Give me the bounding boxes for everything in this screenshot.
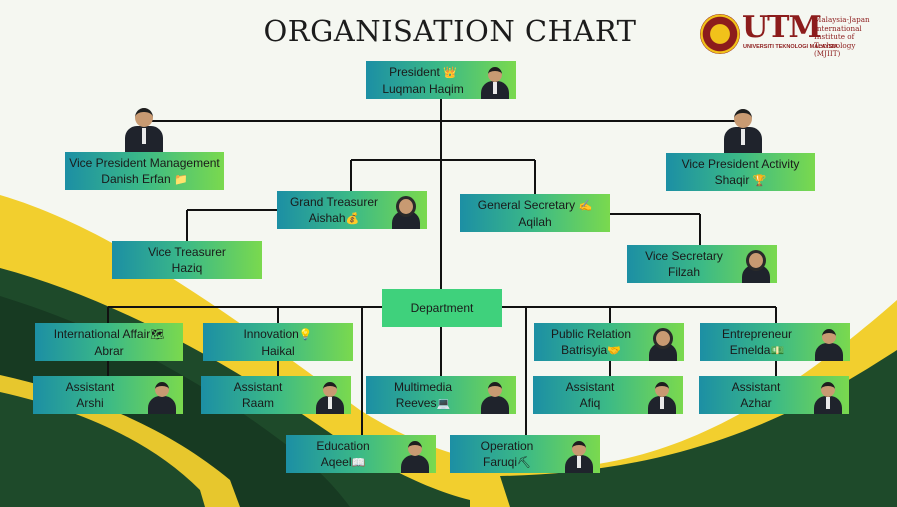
folder-icon: 📁 [174, 173, 188, 186]
node-vice-treasurer-name: Haziq [171, 261, 203, 275]
assistant-arshi-photo [147, 380, 177, 414]
node-innovation-name: Haikal [261, 343, 295, 358]
node-innovation-role: Innovation [243, 326, 299, 341]
multimedia-photo [480, 380, 510, 414]
president-photo [480, 65, 510, 99]
crown-icon: 👑 [443, 66, 457, 79]
node-international-affair-role: International Affair [53, 326, 151, 341]
node-general-secretary-role: General Secretary [477, 197, 576, 212]
globe-map-icon: 🗺 [150, 328, 165, 341]
utm-seal-icon [700, 14, 740, 54]
node-assistant-azhar: Assistant Azhar [699, 376, 849, 414]
node-public-relation-role: Public Relation [550, 326, 632, 341]
node-president-role: President [389, 64, 440, 79]
node-vp-management-role: Vice President Management [69, 155, 220, 170]
node-vp-management-name: Danish Erfan [101, 171, 171, 186]
node-operation-role: Operation [480, 438, 534, 453]
assistant-afiq-photo [647, 380, 677, 414]
public-relation-photo [648, 327, 678, 361]
node-assistant-afiq: Assistant Afiq [533, 376, 683, 414]
node-assistant-raam: Assistant Raam [201, 376, 351, 414]
vp-activity-photo [723, 107, 763, 153]
node-education: Education Aqeel📖 [286, 435, 436, 473]
node-assistant-azhar-name: Azhar [740, 396, 772, 410]
logo-utm-text: UTM [742, 10, 822, 45]
node-innovation: Innovation💡 Haikal [203, 323, 353, 361]
grand-treasurer-photo [391, 195, 421, 229]
node-general-secretary-name: Aqilah [518, 214, 552, 229]
node-grand-treasurer-name: Aishah [308, 210, 346, 225]
node-multimedia-role: Multimedia [393, 379, 453, 394]
writing-hand-icon: ✍ [578, 199, 593, 212]
node-grand-treasurer: Grand Treasurer Aishah💰 [277, 191, 427, 229]
node-international-affair-name: Abrar [94, 343, 124, 358]
node-vice-secretary: Vice Secretary Filzah [627, 245, 777, 283]
node-assistant-arshi-role: Assistant [65, 380, 115, 394]
node-multimedia: Multimedia Reeves💻 [366, 376, 516, 414]
book-icon: 📖 [351, 456, 366, 469]
node-vice-secretary-name: Filzah [667, 265, 700, 279]
node-vp-activity-name: Shaqir [714, 172, 750, 187]
node-entrepreneur: Entrepreneur Emelda💵 [700, 323, 850, 361]
node-president: President 👑 Luqman Haqim [366, 61, 516, 99]
node-operation: Operation Faruqi⛏ [450, 435, 600, 473]
node-public-relation-name: Batrisyia [561, 342, 608, 357]
laptop-icon: 💻 [436, 397, 451, 410]
node-education-role: Education [316, 438, 370, 453]
node-assistant-afiq-role: Assistant [565, 380, 615, 394]
node-entrepreneur-role: Entrepreneur [721, 326, 793, 341]
node-assistant-raam-name: Raam [241, 396, 274, 410]
logo-institute-name: Malaysia-Japan International Institute o… [814, 15, 870, 59]
hammer-pick-icon: ⛏ [517, 456, 531, 469]
node-assistant-afiq-name: Afiq [579, 396, 601, 410]
assistant-raam-photo [315, 380, 345, 414]
trophy-icon: 🏆 [752, 174, 767, 187]
money-bag-icon: 💰 [345, 212, 360, 225]
node-grand-treasurer-role: Grand Treasurer [289, 194, 379, 209]
node-assistant-arshi-name: Arshi [76, 396, 104, 410]
node-vp-activity-role: Vice President Activity [681, 156, 800, 171]
node-president-name: Luqman Haqim [382, 81, 464, 96]
node-vice-treasurer-role: Vice Treasurer [148, 245, 226, 259]
node-multimedia-name: Reeves [395, 395, 437, 410]
education-photo [400, 439, 430, 473]
logo-university-name: UNIVERSITI TEKNOLOGI MALAYSIA [743, 44, 838, 50]
node-assistant-azhar-role: Assistant [731, 380, 781, 394]
node-entrepreneur-name: Emelda [729, 342, 771, 357]
node-public-relation: Public Relation Batrisyia🤝 [534, 323, 684, 361]
vice-secretary-photo [741, 249, 771, 283]
node-department-label: Department [410, 301, 474, 315]
utm-logo: UTM UNIVERSITI TEKNOLOGI MALAYSIA Malays… [700, 10, 890, 59]
node-vice-secretary-role: Vice Secretary [645, 249, 723, 263]
entrepreneur-photo [814, 327, 844, 361]
node-general-secretary: General Secretary ✍ Aqilah [460, 194, 610, 232]
node-department: Department [382, 289, 502, 327]
handshake-icon: 🤝 [607, 344, 621, 357]
node-international-affair: International Affair🗺 Abrar [35, 323, 183, 361]
node-operation-name: Faruqi [483, 454, 518, 469]
node-education-name: Aqeel [320, 454, 352, 469]
page-title: ORGANISATION CHART [263, 14, 637, 48]
node-assistant-raam-role: Assistant [233, 380, 283, 394]
vp-management-photo [124, 106, 164, 152]
operation-photo [564, 439, 594, 473]
node-vp-activity: Vice President Activity Shaqir 🏆 [666, 153, 815, 191]
node-vp-management: Vice President Management Danish Erfan 📁 [65, 152, 224, 190]
light-bulb-icon: 💡 [298, 328, 313, 341]
money-icon: 💵 [770, 344, 785, 357]
assistant-azhar-photo [813, 380, 843, 414]
node-assistant-arshi: Assistant Arshi [33, 376, 183, 414]
node-vice-treasurer: Vice Treasurer Haziq [112, 241, 262, 279]
